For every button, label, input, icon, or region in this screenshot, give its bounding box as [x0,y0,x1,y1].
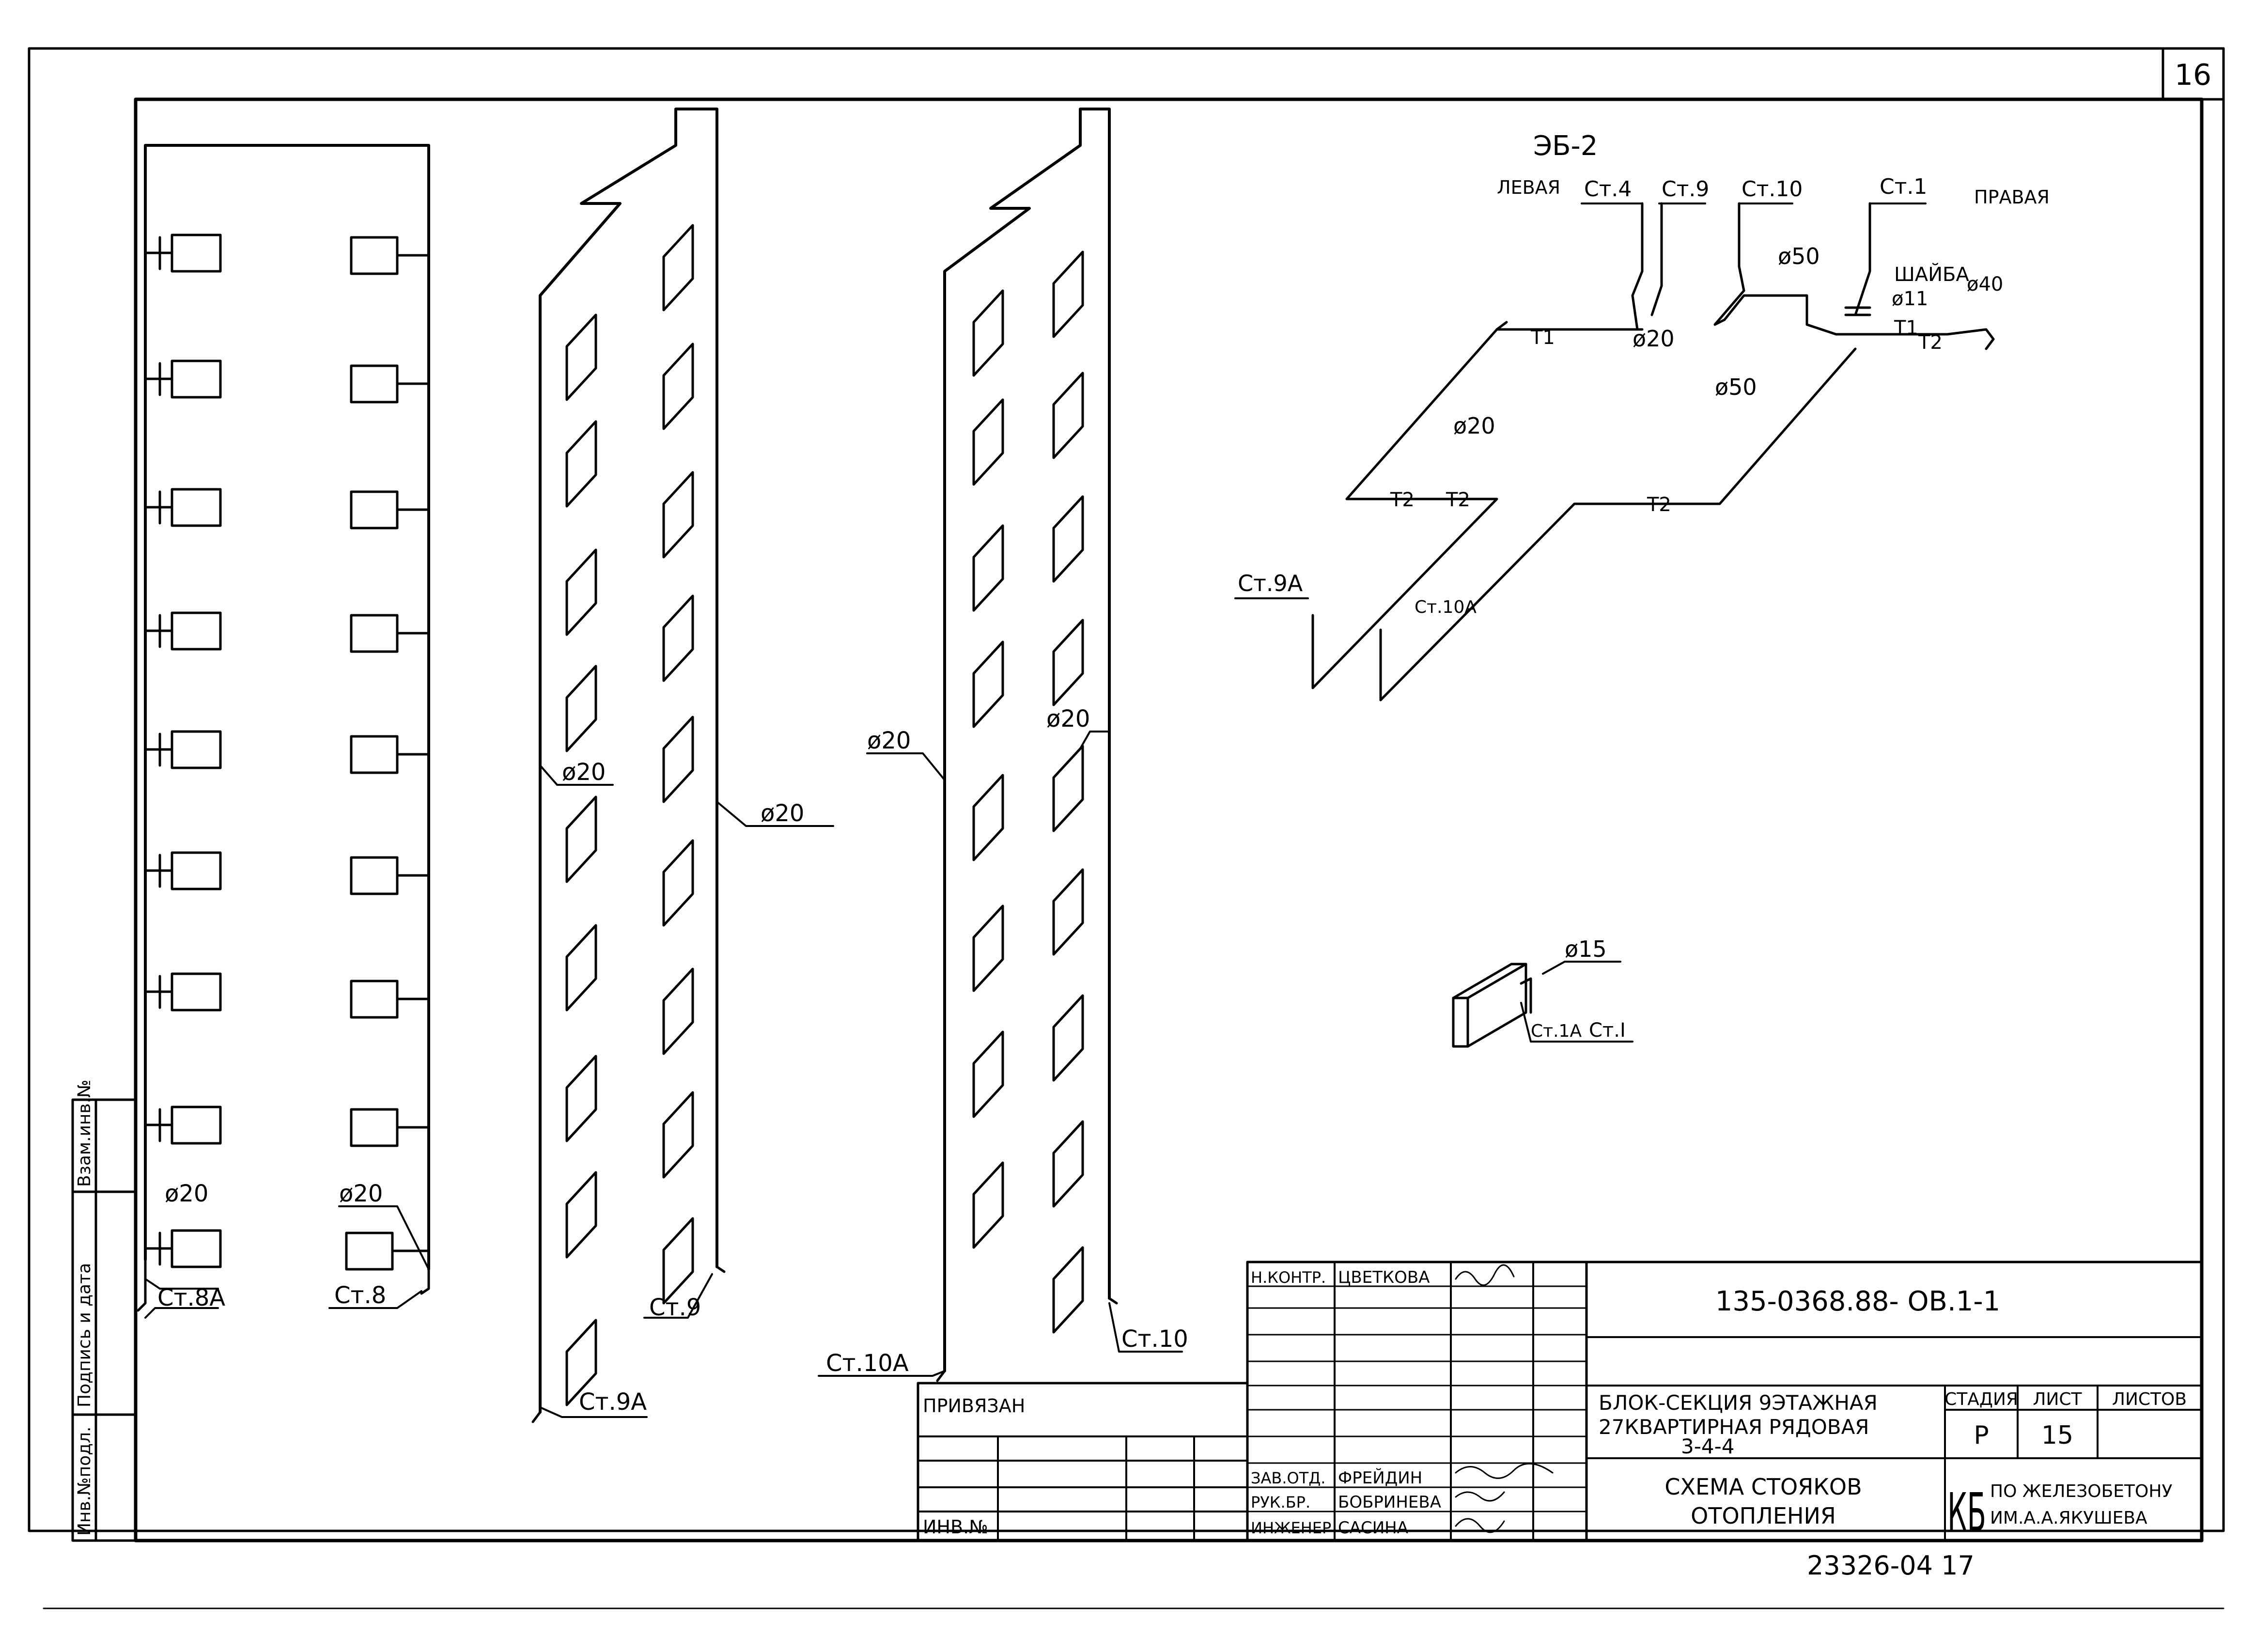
schematic-st10a-label: Ст.10А [1415,597,1477,617]
page-number-box [2162,47,2225,101]
st9a-radiators [565,313,597,1406]
st9a-label: Ст.9А [579,1388,647,1416]
name-tsvetkova: ЦВЕТКОВА [1338,1268,1430,1287]
org-line-2: ИМ.А.А.ЯКУШЕВА [1990,1508,2147,1528]
signature-bobrineva [1455,1491,1505,1502]
right-section-label: ПРАВАЯ [1974,187,2050,208]
st10-main-pipe [943,108,1111,1372]
name-bobrineva: БОБРИНЕВА [1338,1493,1441,1512]
signature-freidin [1455,1463,1554,1479]
schematic-st9-label: Ст.9 [1662,177,1709,202]
org-line-1: ПО ЖЕЛЕЗОБЕТОНУ [1990,1481,2172,1501]
st10-label: Ст.10 [1121,1325,1188,1353]
schematic-st9a-label: Ст.9А [1238,570,1303,596]
stage-value: Р [1974,1421,1989,1450]
name-sasina: САСИНА [1338,1518,1408,1538]
st8a-radiators [144,234,222,1268]
page-number: 16 [2175,58,2211,92]
project-line-1: БЛОК-СЕКЦИЯ 9ЭТАЖНАЯ [1599,1391,1878,1415]
inv-no-label: ИНВ.№ [923,1516,988,1538]
st10-radiators [1052,250,1084,1334]
st8a-label: Ст.8А [157,1284,225,1311]
detail-d15-label: ø15 [1565,936,1607,962]
bottom-code: 23326-04 17 [1807,1550,1975,1581]
st8-diameter-label: ø20 [339,1180,383,1207]
schematic-d20-label: ø20 [1633,326,1675,352]
st9-radiators [662,224,694,1305]
sheet-title-line-1: СХЕМА СТОЯКОВ [1664,1474,1862,1500]
t2-label-loop-b: Т2 [1446,489,1470,511]
signature-tsvetkova [1455,1264,1515,1286]
washer-label: ШАЙБА [1894,263,1970,286]
privyazan-label: ПРИВЯЗАН [923,1395,1025,1417]
role-inzhener: ИНЖЕНЕР [1251,1519,1331,1537]
sheet-value: 15 [2041,1421,2073,1450]
outer-sheet-frame [28,47,2225,1532]
schematic-d50-label-2: ø50 [1715,374,1757,400]
riser-st10 [818,108,1183,1382]
role-ruk-br: РУК.БР. [1251,1493,1310,1512]
sheet-title-line-2: ОТОПЛЕНИЯ [1691,1503,1836,1529]
st8-radiators [345,236,430,1271]
document-code: 135-0368.88- ОВ.1-1 [1715,1286,2000,1317]
org-logo: КБ [1947,1481,1986,1543]
detail-st1 [1452,961,1633,1048]
title-block-lines [917,1261,2203,1542]
stage-header: СТАДИЯ [1944,1389,2018,1409]
t2-label-loop-a: Т2 [1390,489,1415,511]
side-stamp [71,1098,137,1542]
sheet-header: ЛИСТ [2033,1389,2082,1409]
project-line-3: 3-4-4 [1681,1434,1734,1458]
schematic-st1-label: Ст.1 [1880,174,1927,199]
schematic-d20-label-2: ø20 [1453,413,1495,439]
detail-st1a-label: Ст.1А [1531,1021,1582,1041]
signature-sasina [1455,1518,1505,1533]
schematic-title: ЭБ-2 [1533,130,1598,162]
st9-label: Ст.9 [649,1294,701,1321]
riser-st8-loop [137,144,430,1319]
st10a-diameter-label: ø20 [867,727,911,754]
st9a-diameter-label: ø20 [562,759,606,786]
st9-main-pipe [539,108,718,1414]
t1-label-right: Т1 [1894,317,1918,339]
left-section-label: ЛЕВАЯ [1497,177,1560,198]
t2-label-right: Т2 [1918,331,1943,354]
role-zav-otd: ЗАВ.ОТД. [1251,1469,1325,1487]
drawing-frame [134,97,2204,1543]
t2-label-main: Т2 [1647,494,1671,516]
st8a-diameter-label: ø20 [165,1180,208,1207]
schematic-st10-label: Ст.10 [1742,177,1803,202]
st9-diameter-label: ø20 [761,800,804,827]
st8-label: Ст.8 [334,1282,386,1309]
schematic-st4-label: Ст.4 [1584,177,1632,202]
project-line-2: 27КВАРТИРНАЯ РЯДОВАЯ [1599,1415,1869,1439]
detail-st1-label: Ст.I [1589,1019,1626,1042]
inv-podl-label: Инв.№подл. [75,1427,94,1536]
st10a-radiators [972,289,1004,1249]
schematic-d40-label: ø40 [1967,273,2003,296]
riser-st9 [531,108,834,1423]
t1-label-left: Т1 [1530,327,1555,349]
st8-pipe-loop [144,144,430,1271]
sheets-header: ЛИСТОВ [2112,1389,2187,1409]
schematic-d11-label: ø11 [1892,288,1928,310]
st10-diameter-label: ø20 [1046,705,1090,732]
schematic-d50-label: ø50 [1778,243,1820,269]
st10a-label: Ст.10А [826,1350,909,1377]
vzam-inv-label: Взам.инв.№ [75,1079,94,1187]
schematic-pipes [1311,202,1995,701]
role-n-kontr: Н.КОНТР. [1251,1268,1326,1287]
signature-date-label: Подпись и дата [75,1263,94,1407]
name-freidin: ФРЕЙДИН [1338,1468,1422,1488]
